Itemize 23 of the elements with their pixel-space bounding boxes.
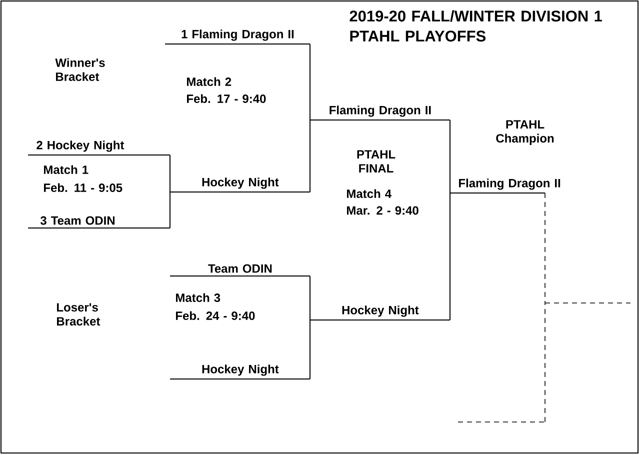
match-number: Match 3 xyxy=(176,293,220,302)
team-slot: Flaming Dragon II xyxy=(310,106,450,120)
bracket-line xyxy=(544,192,546,304)
title: 2019-20 FALL/WINTER DIVISION 1 PTAHL PLAYOFFS xyxy=(350,10,602,42)
bracket-label: Loser's Bracket xyxy=(57,303,100,326)
match-number: Match 4 xyxy=(347,189,392,198)
match-date: Mar. 2 - 9:40 xyxy=(347,206,418,215)
team-slot: Team ODIN xyxy=(170,264,310,276)
team-slot: Flaming Dragon II xyxy=(450,178,560,194)
bracket-label: Winner's Bracket xyxy=(55,58,105,81)
team-slot: Hockey Night xyxy=(170,364,310,380)
team-slot: Hockey Night xyxy=(310,306,450,320)
team-slot: 2 Hockey Night xyxy=(28,140,170,156)
team-slot: 3 Team ODIN xyxy=(28,216,170,228)
match-number: Match 2 xyxy=(187,77,232,86)
match-date: Feb. 24 - 9:40 xyxy=(176,311,255,320)
champion-label: PTAHL Champion xyxy=(496,120,554,145)
match-date: Feb. 17 - 9:40 xyxy=(187,94,266,103)
team-slot: Hockey Night xyxy=(170,178,310,192)
match-date: Feb. 11 - 9:05 xyxy=(44,183,122,192)
bracket-line xyxy=(544,302,546,422)
final-label: PTAHL FINAL xyxy=(357,150,396,172)
team-slot: 1 Flaming Dragon II xyxy=(164,30,310,44)
